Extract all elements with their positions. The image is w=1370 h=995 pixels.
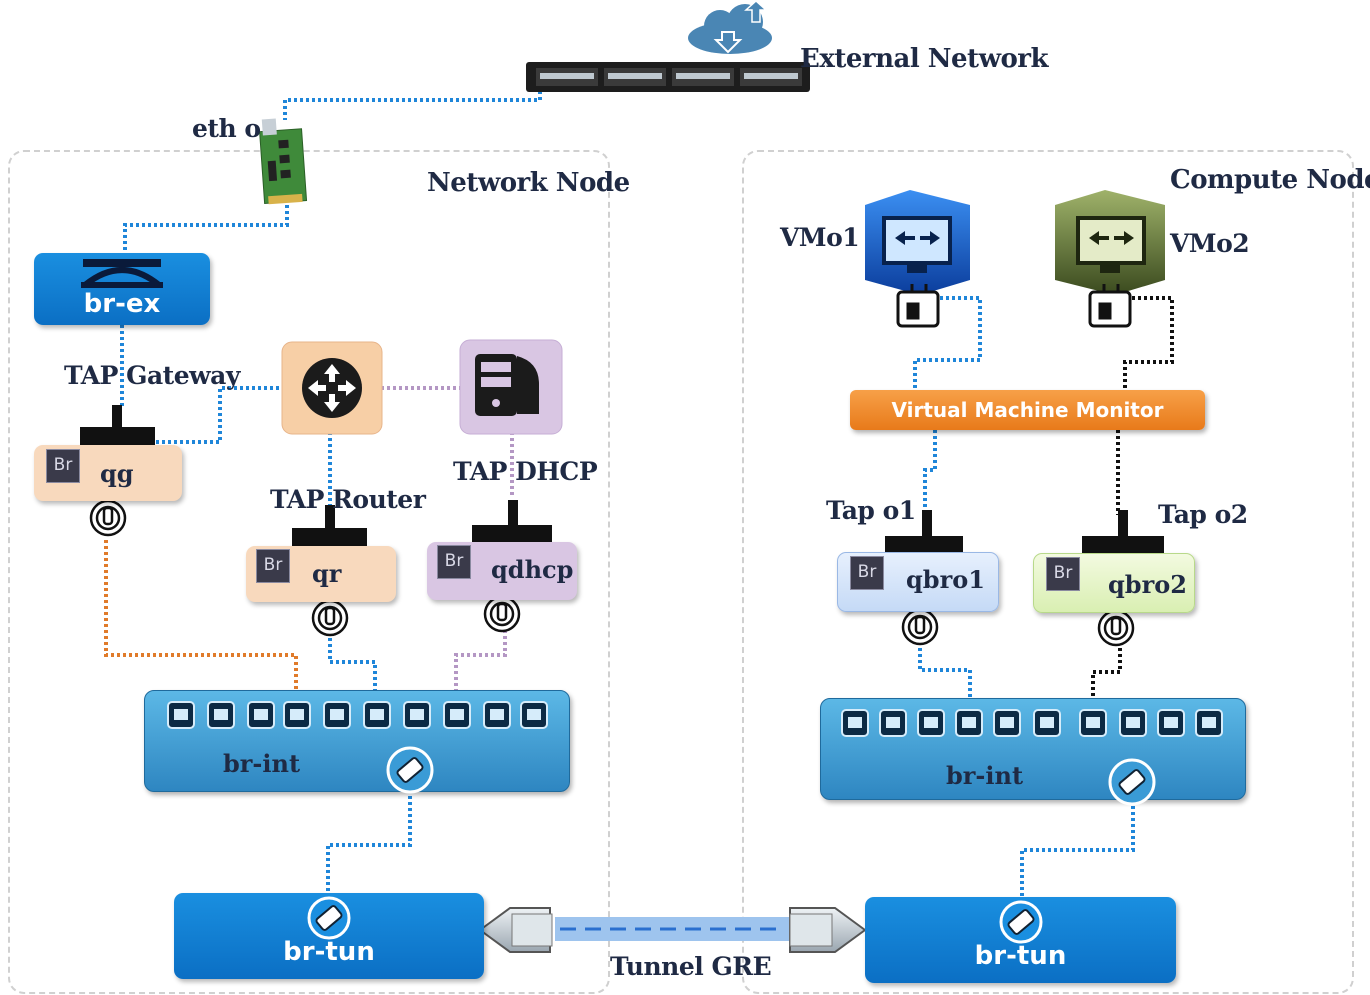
port-icon [363,701,391,729]
patch-port-icons [89,499,1135,647]
port-icon [879,709,907,737]
port-icon [323,701,351,729]
port-icon [1119,709,1147,737]
tap-connector-icon [508,500,518,525]
port-icon [1033,709,1061,737]
tap01-label: Tap o1 [826,496,916,525]
port-icon [917,709,945,737]
port-icon [403,701,431,729]
br-tun-bridge-network[interactable]: br-tun [174,893,484,979]
tap-connector-icon [1118,510,1128,538]
port-icon [1157,709,1185,737]
port-icon [1195,709,1223,737]
br-icon: Br [256,549,290,583]
port-icon [1079,709,1107,737]
qbr01-bridge[interactable]: Br qbro1 [837,552,999,612]
qr-bridge[interactable]: Br qr [246,546,396,602]
vm01-plug-icon [896,284,940,328]
qbr01-label: qbro1 [906,565,985,594]
gre-plug-icon-left [478,907,553,953]
tap-connectors [80,405,1164,554]
port-icon [483,701,511,729]
vm01-monitor-icon [865,190,970,295]
router-icon [281,341,383,435]
br-int-switch-compute[interactable]: br-int [820,698,1246,800]
vm02-label: VMo2 [1170,229,1250,258]
port-icon [247,701,275,729]
tap-router-label: TAP Router [270,485,426,514]
qg-label: qg [100,459,134,488]
tap-gateway-label: TAP Gateway [64,361,240,390]
port-icon [283,701,311,729]
port-icon [993,709,1021,737]
br-int-label: br-int [223,749,301,778]
br-icon: Br [437,545,471,579]
link-qdhcp-to-brint [454,630,507,700]
tap-connector-icon [325,505,335,530]
patch-port-icon [483,595,521,633]
link-qr-to-brint [328,632,377,750]
br-tun-label: br-tun [974,941,1067,971]
server-icon [459,339,563,435]
br-ex-bridge[interactable]: br-ex [34,253,210,325]
link-vm02-to-vmm [1120,296,1174,390]
vm02-plug-icon [1088,284,1132,328]
patch-port-icon [999,900,1043,944]
qdhcp-bridge[interactable]: Br qdhcp [427,542,577,600]
tap-connector-icon [922,510,932,538]
port-icon [955,709,983,737]
link-nic-to-brex [123,205,289,255]
network-node-title: Network Node [427,168,630,198]
link-qg-to-brint [104,540,298,700]
patch-port-icon [89,499,127,537]
vm02-monitor-icon [1055,190,1165,295]
port-icon [841,709,869,737]
nic-label: eth o [192,114,261,143]
tunnel-gre-label: Tunnel GRE [610,952,772,981]
compute-node-title: Compute Node [1170,165,1370,195]
port-icon [167,701,195,729]
br-icon: Br [46,449,80,483]
qbr02-bridge[interactable]: Br qbro2 [1033,553,1195,613]
patch-port-icon [901,608,939,646]
patch-port-icon [311,599,349,637]
br-icon: Br [850,556,884,590]
link-vmm-to-tap01 [923,430,937,515]
br-int-switch-network[interactable]: br-int [144,690,570,792]
link-vm01-to-vmm [913,296,982,390]
tap-connector-icon [112,405,122,427]
link-gateway-to-router [150,386,290,444]
br-tun-label: br-tun [283,937,375,967]
cloud-icon [688,0,772,54]
virtual-machine-monitor[interactable]: Virtual Machine Monitor [850,390,1205,430]
br-int-label: br-int [946,761,1024,790]
gre-plug-icon-right [789,907,867,953]
qdhcp-label: qdhcp [491,555,574,584]
br-ex-label: br-ex [83,289,161,319]
vm01-label: VMo1 [780,223,860,252]
bridge-icon [81,259,163,288]
external-network-label: External Network [800,44,1049,74]
link-brint-to-brtun-compute [1020,800,1135,900]
br-tun-bridge-compute[interactable]: br-tun [865,897,1176,983]
tap02-label: Tap o2 [1158,500,1248,529]
port-icon [207,701,235,729]
compute-node-frame [742,150,1354,994]
port-icon [443,701,471,729]
tap-dhcp-label: TAP DHCP [453,457,598,486]
patch-port-icon [1097,609,1135,647]
network-node-frame [8,150,610,994]
qbr02-label: qbro2 [1108,570,1187,599]
link-brint-to-brtun [326,790,412,900]
port-icon [520,701,548,729]
nic-card-icon [259,118,308,205]
qg-bridge[interactable]: Br qg [34,445,182,501]
qr-label: qr [312,559,342,588]
patch-port-icon [307,896,351,940]
patch-panel-icon [526,62,810,92]
br-icon: Br [1046,557,1080,591]
link-ext-to-nic [283,85,542,120]
